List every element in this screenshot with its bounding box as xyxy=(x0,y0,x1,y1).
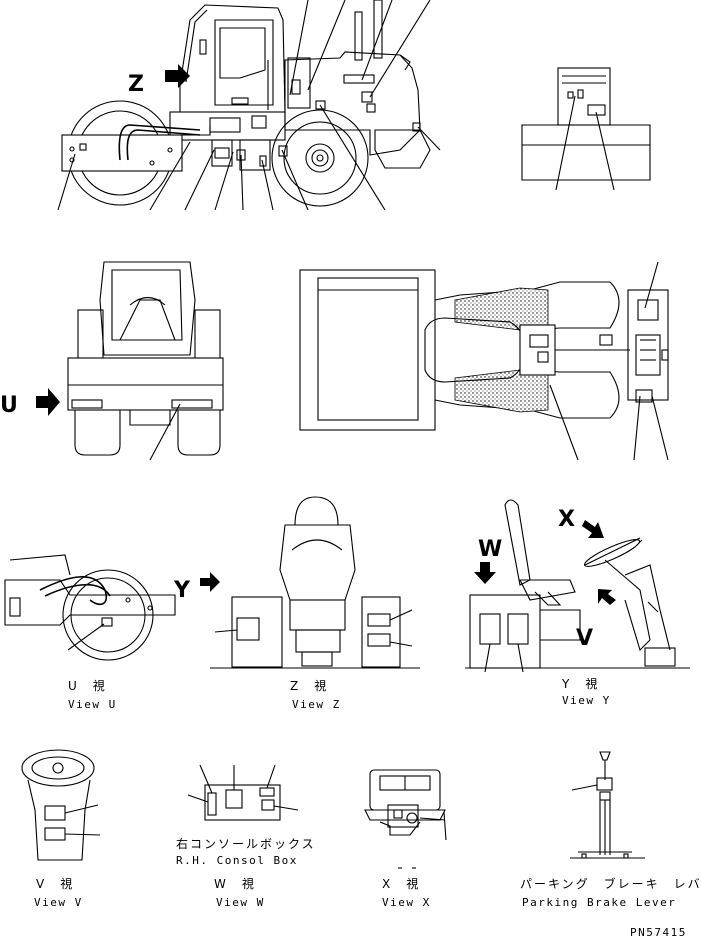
view-y-en: View Y xyxy=(562,694,611,707)
view-u-en: View U xyxy=(68,698,117,711)
machine-side-view xyxy=(57,0,441,211)
view-z-en: View Z xyxy=(292,698,341,711)
parking-brake-jp: パーキング ブレーキ レバー xyxy=(520,876,701,891)
rear-panel-view xyxy=(521,67,651,191)
consol-box-jp: 右コンソールボックス xyxy=(176,836,316,851)
view-u-drawing xyxy=(4,554,176,661)
view-arrow-v-label: V xyxy=(576,626,593,651)
view-v-drawing xyxy=(21,749,101,861)
plan-view xyxy=(299,261,669,461)
view-arrow-w-label: W xyxy=(478,537,502,562)
view-arrow-u-label: U xyxy=(0,393,18,418)
drawing-number: PN57415 xyxy=(630,926,687,939)
view-y-drawing xyxy=(465,499,690,673)
front-view xyxy=(36,261,224,461)
parking-brake-drawing xyxy=(570,751,645,859)
view-z-drawing xyxy=(200,496,420,669)
consol-box-en: R.H. Consol Box xyxy=(176,854,298,867)
view-w-drawing xyxy=(187,764,299,821)
view-x-en: View X xyxy=(382,896,431,909)
view-u-jp: U 視 xyxy=(68,678,107,693)
view-y-jp: Y 視 xyxy=(561,676,599,691)
parking-brake-en: Parking Brake Lever xyxy=(522,896,676,909)
view-arrow-z-label: Z xyxy=(128,72,144,97)
view-w-jp: W 視 xyxy=(214,876,256,891)
view-arrow-x-label: X xyxy=(558,507,575,532)
view-z-jp: Z 視 xyxy=(290,678,328,693)
view-x-drawing xyxy=(364,769,447,869)
view-arrow-y-label: Y xyxy=(173,578,191,603)
view-x-jp: X 視 xyxy=(382,876,420,891)
view-v-en: View V xyxy=(34,896,83,909)
view-w-en: View W xyxy=(216,896,265,909)
view-v-jp: V 視 xyxy=(36,876,74,891)
